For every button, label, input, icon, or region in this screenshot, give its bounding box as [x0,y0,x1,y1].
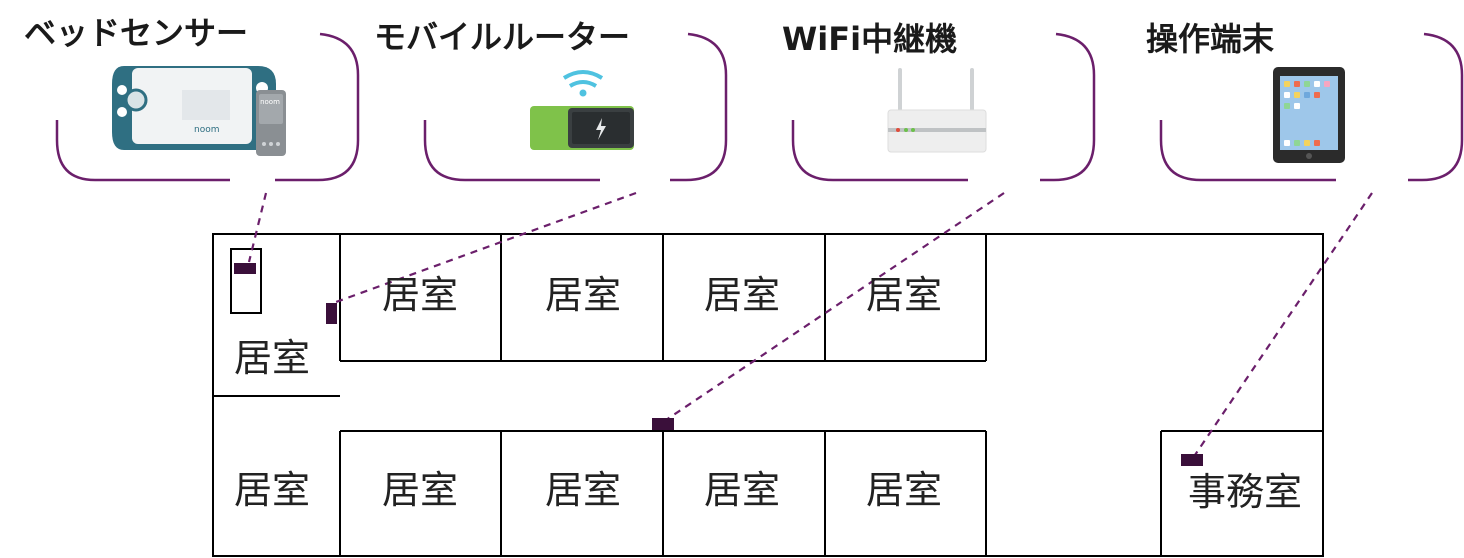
mobile-router-icon [530,66,636,152]
bed-sensor-bracket [55,32,360,182]
wifi-repeater-connector [665,192,1005,421]
room-label: 居室 [234,468,311,512]
room-label: 居室 [866,273,943,317]
floor-plan [212,233,1324,557]
room-label: 居室 [545,273,622,317]
terminal-title: 操作端末 [1146,20,1275,58]
tablet-icon [1272,66,1346,164]
wifi-repeater-icon [886,66,990,156]
bed-sensor-marker [234,263,256,274]
wifi-repeater-marker [652,418,674,430]
terminal-connector [1194,192,1373,456]
room-label: 居室 [704,468,781,512]
wifi-repeater-bracket [791,32,1096,182]
room-label: 居室 [382,273,459,317]
office-label: 事務室 [1188,470,1303,514]
terminal-bracket [1159,32,1464,182]
room-label: 居室 [704,273,781,317]
mobile-router-title: モバイルルーター [374,18,631,56]
room-label: 居室 [866,468,943,512]
mobile-router-bracket [423,32,728,182]
bed-outline [230,248,262,314]
mobile-router-connector [335,191,637,304]
bed-sensor-title: ベッドセンサー [24,14,249,52]
room-label: 居室 [382,468,459,512]
bed-sensor-brand-text: noom [260,98,280,106]
bed-sensor-connector [247,192,268,263]
room-label: 居室 [234,336,311,380]
bed-sensor-brand-text: noom [194,125,219,135]
bed-sensor-device-icon: noom noom [106,60,296,160]
room-label: 居室 [545,468,622,512]
terminal-marker [1181,454,1203,466]
wifi-repeater-title: WiFi中継機 [782,20,958,58]
mobile-router-marker [326,303,337,324]
